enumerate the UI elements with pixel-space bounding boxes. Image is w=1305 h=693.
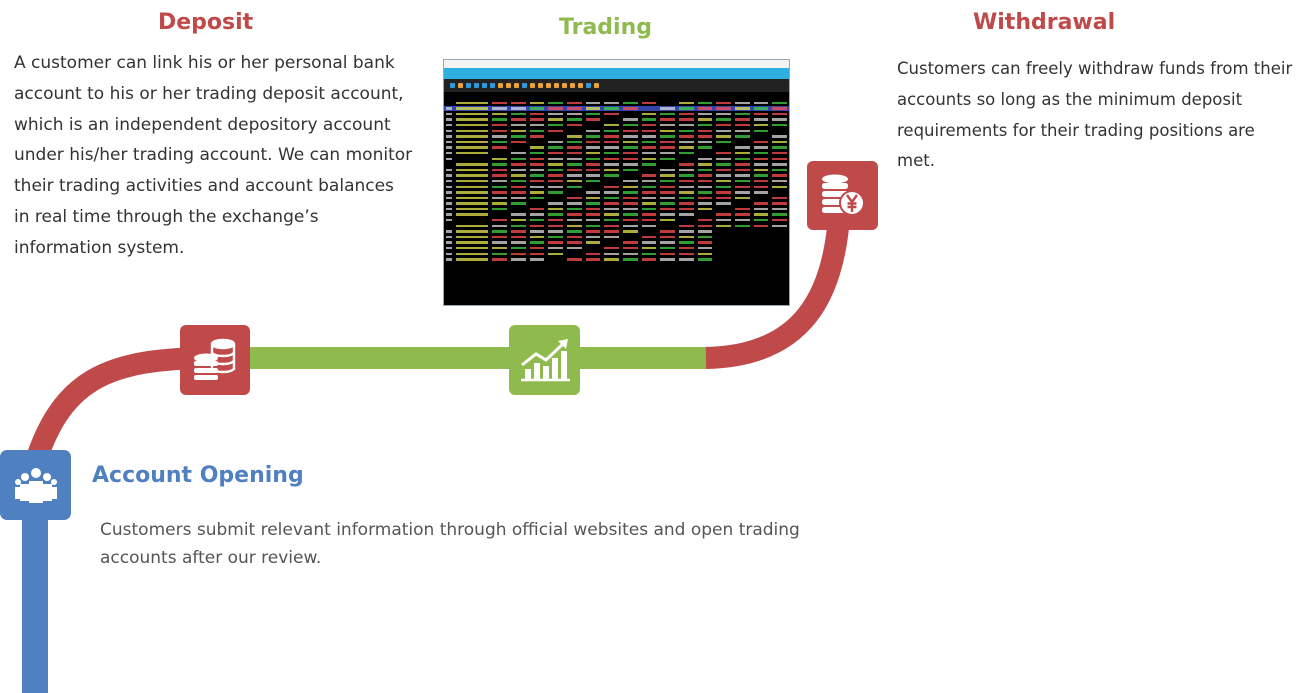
screenshot-table-row	[444, 190, 789, 196]
screenshot-table-row	[444, 234, 789, 240]
rising-chart-icon	[520, 339, 570, 382]
screenshot-table-row	[444, 229, 789, 235]
trading-software-screenshot	[443, 59, 790, 306]
deposit-description: A customer can link his or her personal …	[14, 53, 413, 258]
account-opening-title: Account Opening	[92, 463, 304, 488]
yen-coins-icon	[821, 174, 865, 216]
screenshot-table-row	[444, 111, 789, 117]
account-opening-icon-tile	[0, 450, 71, 520]
deposit-track-segment	[22, 347, 215, 474]
screenshot-table-row	[444, 173, 789, 179]
screenshot-table-row	[444, 167, 789, 173]
screenshot-table-header	[444, 92, 789, 100]
withdrawal-track-segment	[705, 194, 851, 369]
screenshot-table-row	[444, 139, 789, 145]
screenshot-table-row	[444, 117, 789, 123]
screenshot-table-row	[444, 223, 789, 229]
screenshot-title-bar	[444, 60, 789, 68]
screenshot-table-body	[444, 100, 789, 262]
screenshot-table-row	[444, 105, 789, 112]
withdrawal-title: Withdrawal	[973, 10, 1116, 35]
coin-stack-icon	[194, 338, 236, 380]
screenshot-table-row	[444, 145, 789, 151]
screenshot-table-row	[444, 100, 789, 106]
screenshot-table-row	[444, 195, 789, 201]
people-group-icon	[14, 468, 57, 503]
screenshot-table-row	[444, 257, 789, 263]
withdrawal-description: Customers can freely withdraw funds from…	[897, 59, 1293, 171]
screenshot-table-row	[444, 134, 789, 140]
trading-title: Trading	[559, 15, 652, 40]
screenshot-menu-bar	[444, 68, 789, 79]
trading-icon-tile	[509, 325, 580, 395]
screenshot-table-row	[444, 150, 789, 156]
screenshot-table-row	[444, 162, 789, 168]
screenshot-toolbar	[444, 79, 789, 92]
screenshot-table-row	[444, 156, 789, 162]
deposit-icon-tile	[180, 325, 250, 395]
screenshot-table-row	[444, 240, 789, 246]
screenshot-table-row	[444, 184, 789, 190]
deposit-title: Deposit	[158, 10, 254, 35]
withdrawal-icon-tile	[807, 161, 878, 230]
screenshot-table-row	[444, 206, 789, 212]
screenshot-table-row	[444, 212, 789, 218]
screenshot-table-row	[444, 178, 789, 184]
account-opening-description: Customers submit relevant information th…	[100, 520, 800, 568]
screenshot-table-row	[444, 122, 789, 128]
screenshot-table-row	[444, 217, 789, 223]
screenshot-table-row	[444, 245, 789, 251]
screenshot-table-row	[444, 128, 789, 134]
screenshot-table-row	[444, 201, 789, 207]
screenshot-table-row	[444, 251, 789, 257]
